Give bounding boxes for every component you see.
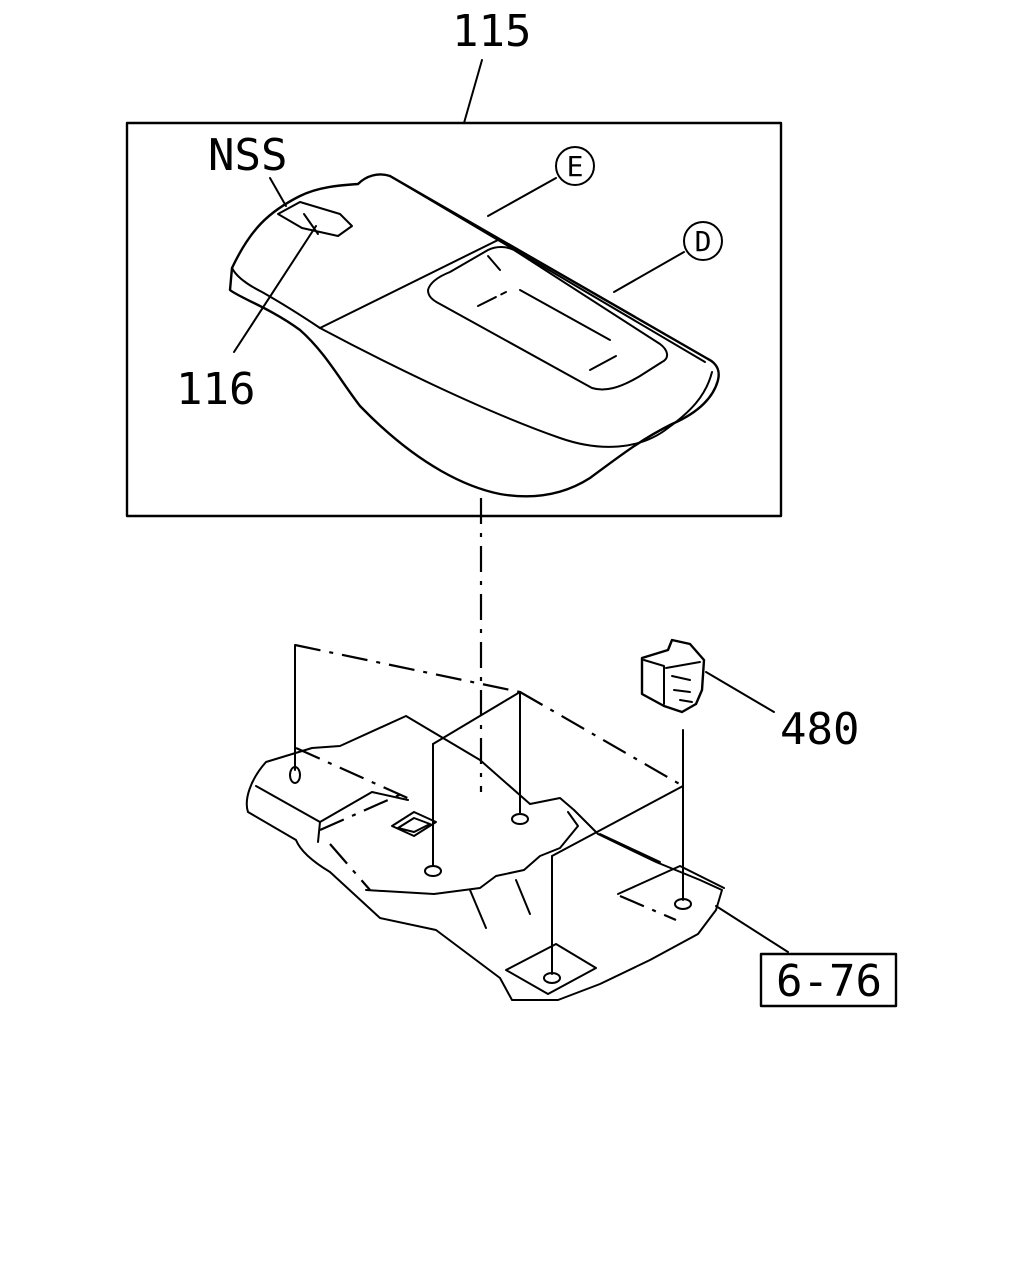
clip-480 [640,638,706,714]
label-116: 116 [176,364,255,415]
label-115: 115 [452,6,531,57]
mount-lines [294,643,684,975]
callout-e: E [487,146,595,217]
svg-text:E: E [567,150,584,183]
label-480: 480 [780,704,859,755]
callout-d: D [613,221,723,293]
floor-pan [245,715,725,1001]
svg-text:D: D [695,225,712,258]
leader-480 [705,671,775,713]
leader-6-76 [715,905,789,953]
label-6-76: 6-76 [776,956,882,1007]
ref-box-6-76 [759,952,898,1008]
assembly-frame [125,121,783,518]
leader-115 [463,59,483,124]
label-nss: NSS [208,130,287,181]
seat-cushion [228,173,720,498]
leader-nss [269,177,287,207]
leader-116 [233,225,317,353]
